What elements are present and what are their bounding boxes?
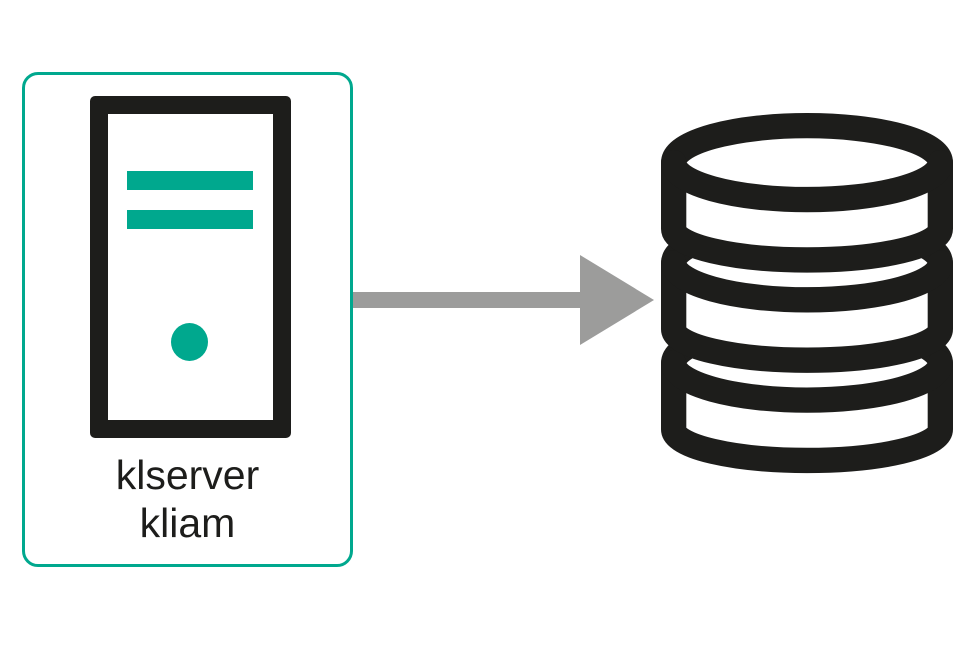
- server-vent-bar: [127, 210, 253, 229]
- arrow-right-icon: [353, 255, 654, 345]
- server-label: klserver kliam: [25, 451, 350, 547]
- database-icon: [661, 112, 953, 474]
- server-vent-bar: [127, 171, 253, 190]
- server-label-line1: klserver: [115, 452, 260, 498]
- server-power-dot: [171, 323, 208, 361]
- server-frame: [90, 96, 291, 438]
- server-node-card: klserver kliam: [22, 72, 353, 567]
- server-label-line2: kliam: [139, 500, 236, 546]
